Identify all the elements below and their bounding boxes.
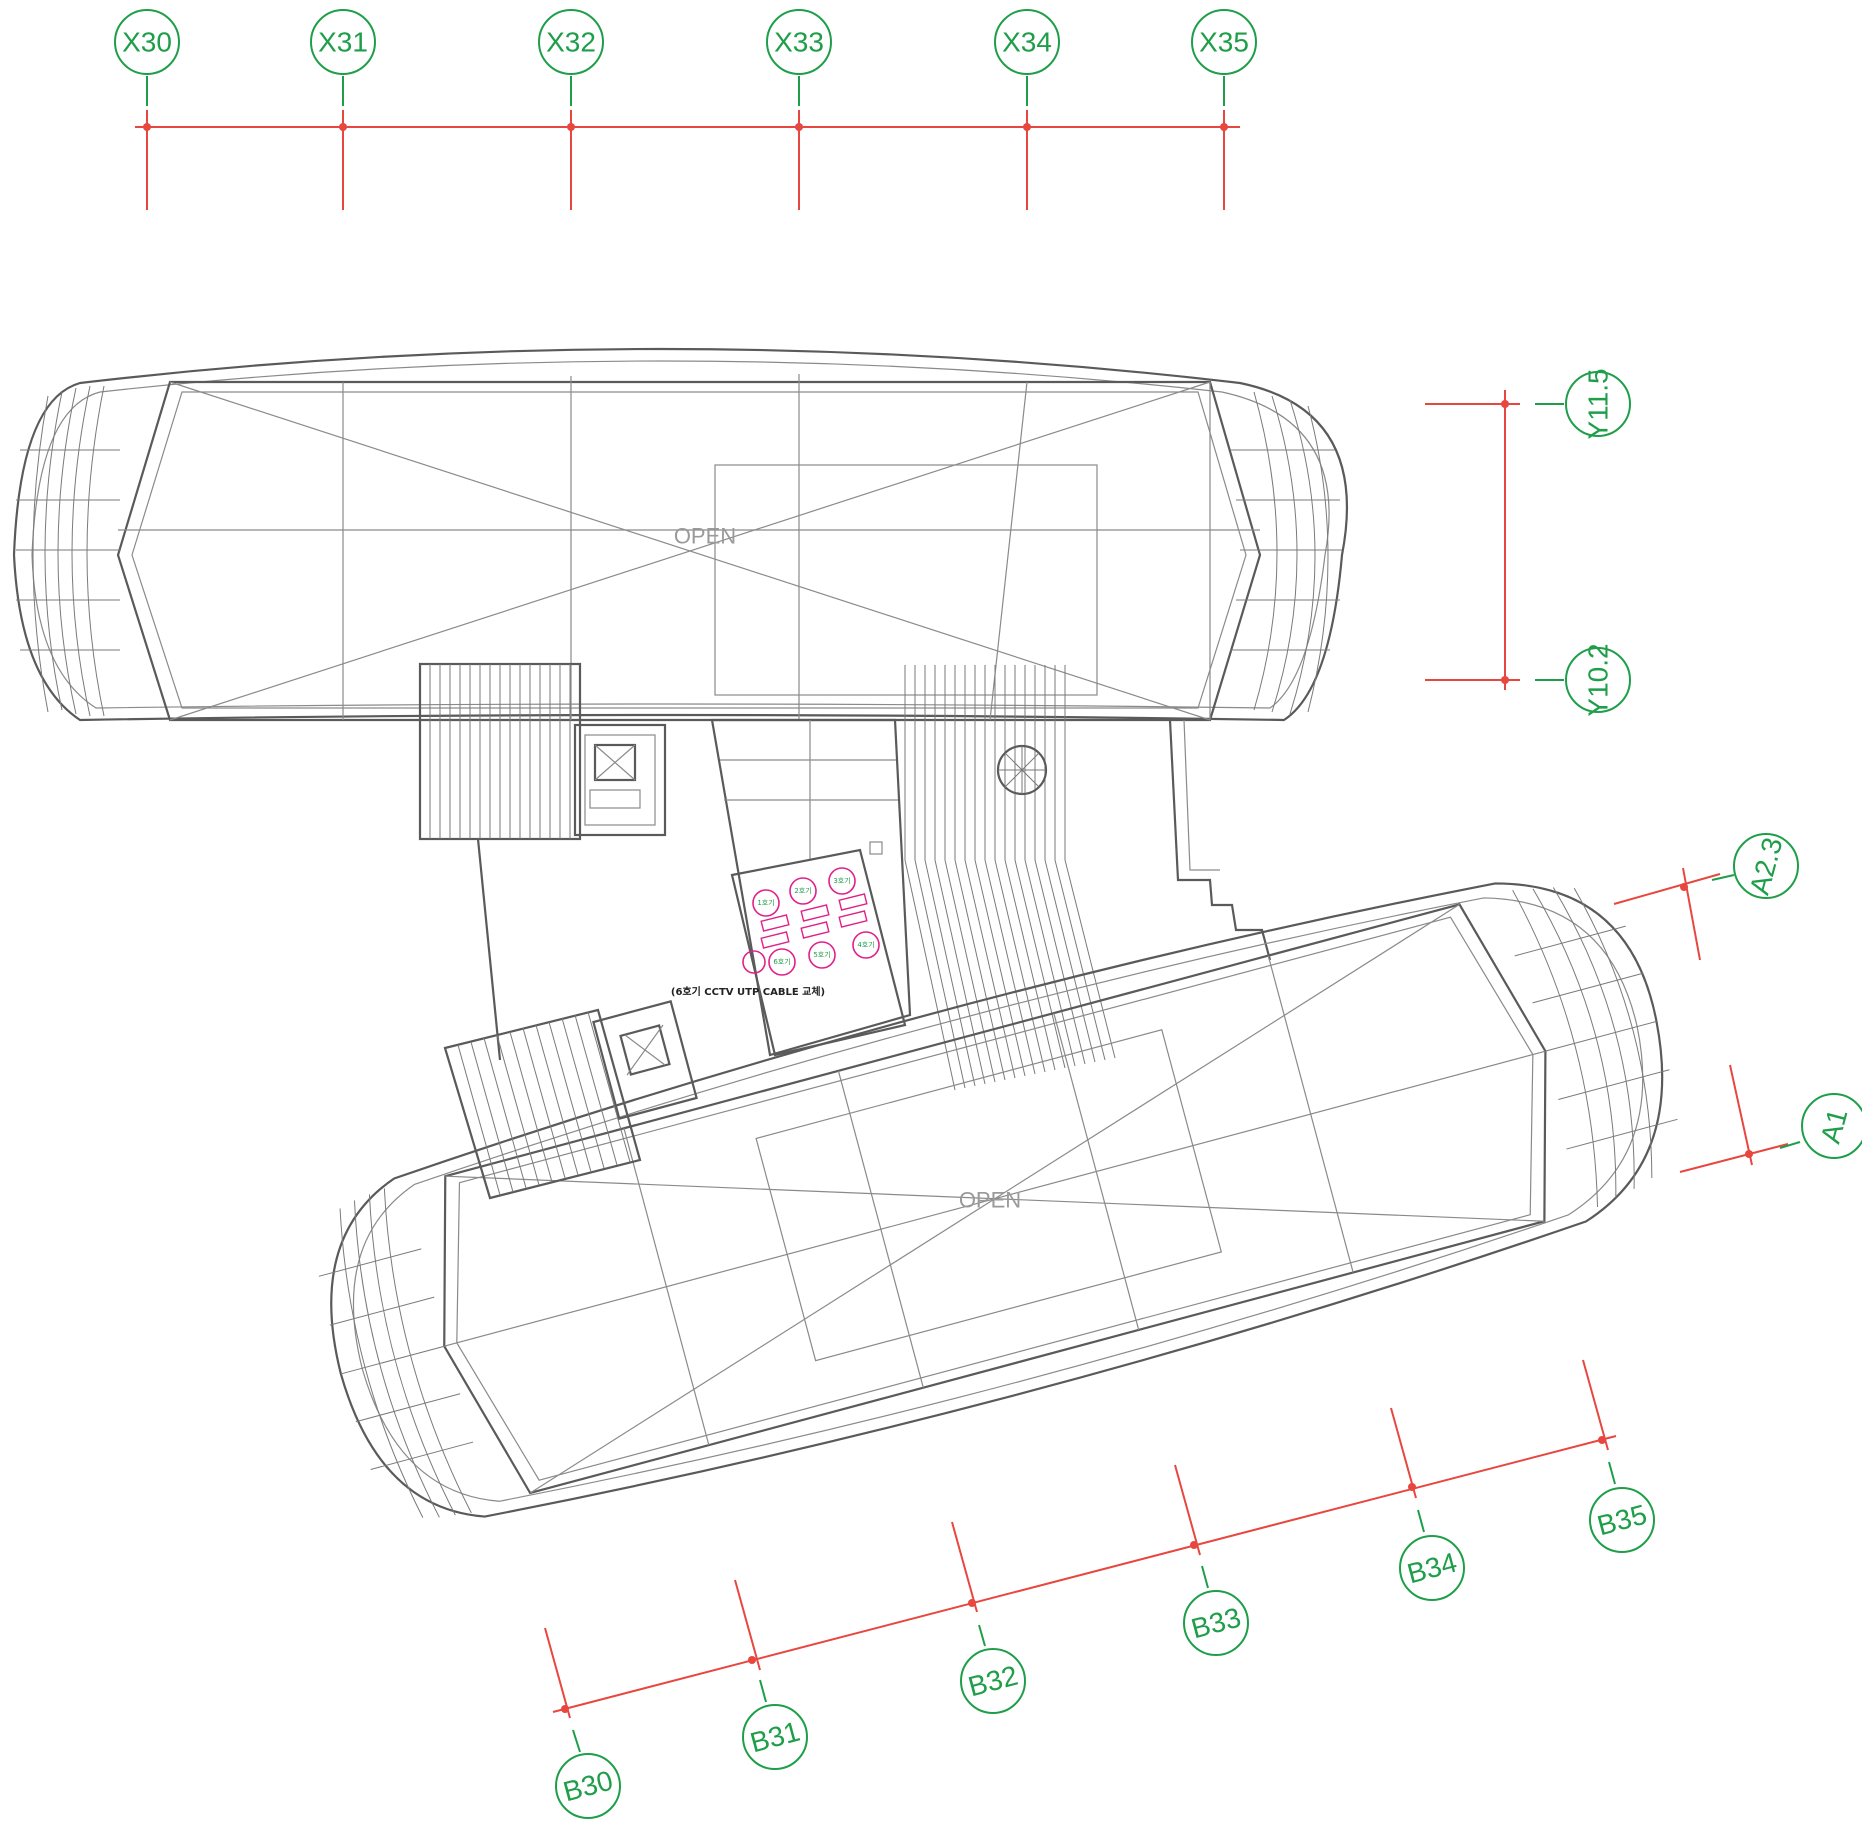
upper-wing: OPEN — [12, 347, 1349, 722]
camera-5-label: 5호기 — [813, 950, 830, 959]
grid-label-x34: X34 — [1002, 27, 1052, 58]
camera-3-label: 3호기 — [833, 876, 850, 885]
camera-6: 6호기 — [768, 948, 796, 976]
camera-2: 2호기 — [789, 877, 817, 905]
grid-label-y11-5: Y11.5 — [1583, 368, 1614, 439]
camera-4: 4호기 — [852, 931, 880, 959]
grid-a: A2.3 A1 — [1613, 833, 1862, 1173]
right-stair-hatch — [904, 665, 1116, 1091]
cctv-cluster: 1호기 2호기 3호기 4호기 5호기 6호기 (6호기 CCTV UTP CA… — [671, 848, 907, 1057]
left-stair-hatch — [429, 664, 571, 839]
grid-label-x30: X30 — [122, 27, 172, 58]
lower-core-stair — [443, 1000, 698, 1200]
lower-wing-right-end-hatch — [1512, 887, 1678, 1208]
grid-label-x33: X33 — [774, 27, 824, 58]
camera-6-label: 6호기 — [773, 957, 790, 966]
camera-3: 3호기 — [828, 867, 856, 895]
grid-line-b30: B30 — [544, 1627, 621, 1819]
lower-wing: OPEN — [318, 882, 1678, 1518]
grid-line-x32: X32 — [538, 9, 604, 210]
grid-line-y10-2: Y10.2 — [1425, 643, 1631, 717]
upper-open-label: OPEN — [674, 524, 736, 549]
grid-line-x31: X31 — [310, 9, 376, 210]
grid-label-x32: X32 — [546, 27, 596, 58]
spiral-stair — [996, 744, 1048, 796]
grid-line-b33: B33 — [1174, 1464, 1249, 1656]
camera-2-label: 2호기 — [794, 886, 811, 895]
core-area — [418, 662, 1272, 1091]
grid-line-a2-3: A2.3 — [1613, 833, 1799, 961]
camera-4-label: 4호기 — [857, 940, 874, 949]
camera-5: 5호기 — [808, 941, 836, 969]
grid-label-y10-2: Y10.2 — [1583, 643, 1614, 716]
grid-line-x34: X34 — [994, 9, 1060, 210]
upper-wing-left-end-hatch — [16, 385, 120, 717]
cctv-note: (6호기 CCTV UTP CABLE 교체) — [671, 985, 825, 998]
upper-wing-right-end-hatch — [1230, 391, 1342, 715]
grid-label-x31: X31 — [318, 27, 368, 58]
camera-1-label: 1호기 — [757, 898, 774, 907]
camera-1: 1호기 — [752, 889, 780, 917]
grid-line-x35: X35 — [1191, 9, 1257, 210]
lower-open-label: OPEN — [959, 1188, 1021, 1213]
grid-line-y11-5: Y11.5 — [1425, 368, 1631, 440]
grid-line-a1: A1 — [1679, 1064, 1862, 1173]
grid-line-x30: X30 — [114, 9, 180, 210]
grid-b: B30 B31 B32 B33 B34 — [544, 1359, 1655, 1819]
grid-line-x33: X33 — [766, 9, 832, 210]
grid-line-b32: B32 — [951, 1521, 1026, 1714]
grid-label-x35: X35 — [1199, 27, 1249, 58]
grid-line-b34: B34 — [1390, 1407, 1465, 1601]
grid-x: X30 X31 X32 X33 X34 — [114, 9, 1257, 210]
grid-y: Y11.5 Y10.2 — [1425, 368, 1631, 717]
grid-line-b31: B31 — [734, 1579, 808, 1770]
grid-line-b35: B35 — [1582, 1359, 1655, 1553]
lower-wing-left-end-hatch — [318, 1188, 474, 1518]
